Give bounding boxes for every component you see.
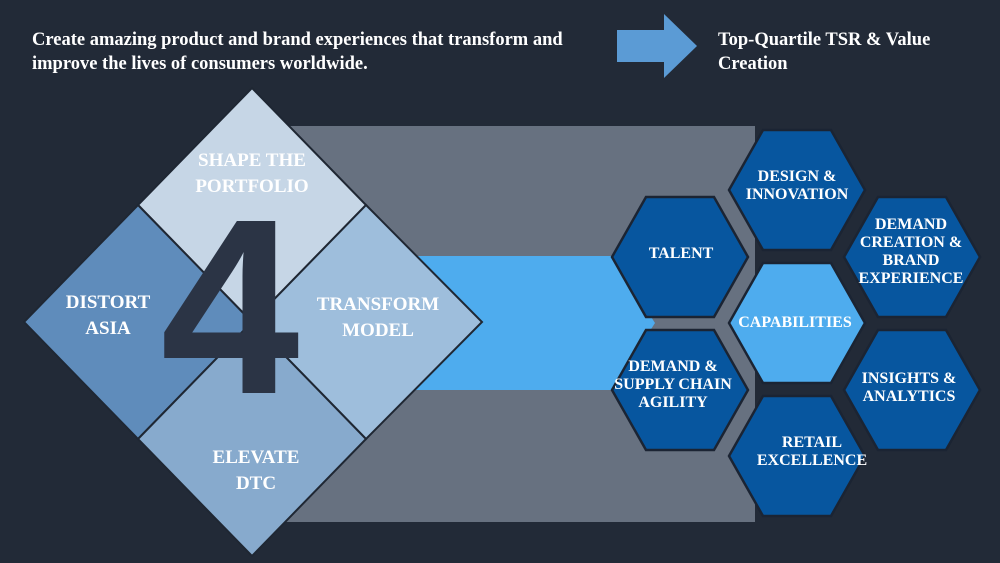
- capability-talent: TALENT: [648, 245, 714, 262]
- hex-supply-chain: [610, 328, 750, 452]
- hex-talent: [610, 195, 750, 319]
- strategy-number: 4: [160, 167, 300, 446]
- capability-demand-creation: DEMAND CREATION & BRAND EXPERIENCE: [858, 216, 964, 287]
- capabilities-center: CAPABILITIES: [738, 314, 852, 331]
- hex-capabilities-center: [727, 261, 867, 385]
- pillar-transform-model: TRANSFORM MODEL: [316, 294, 440, 341]
- capability-retail-excellence: RETAIL EXCELLENCE: [756, 434, 868, 469]
- right-arrow-icon: [617, 14, 697, 78]
- mission-statement: Create amazing product and brand experie…: [32, 30, 563, 74]
- diamond-elevate-dtc: [136, 320, 368, 558]
- hexagon-grid: [610, 128, 982, 518]
- hex-insights-analytics: [842, 328, 982, 452]
- pillar-distort-asia: DISTORT ASIA: [65, 292, 151, 339]
- outcome-statement: Top-Quartile TSR & Value Creation: [718, 30, 931, 74]
- capability-insights-analytics: INSIGHTS & ANALYTICS: [861, 370, 957, 405]
- hex-demand-creation: [842, 195, 982, 319]
- hex-retail-excellence: [727, 394, 867, 518]
- hex-design-innovation: [727, 128, 867, 252]
- light-blue-band: [410, 256, 655, 390]
- capability-supply-chain: DEMAND & SUPPLY CHAIN AGILITY: [614, 358, 732, 411]
- pillar-elevate-dtc: ELEVATE DTC: [212, 447, 300, 494]
- capability-design-innovation: DESIGN & INNOVATION: [745, 168, 849, 203]
- pillar-shape-portfolio: SHAPE THE PORTFOLIO: [195, 150, 309, 197]
